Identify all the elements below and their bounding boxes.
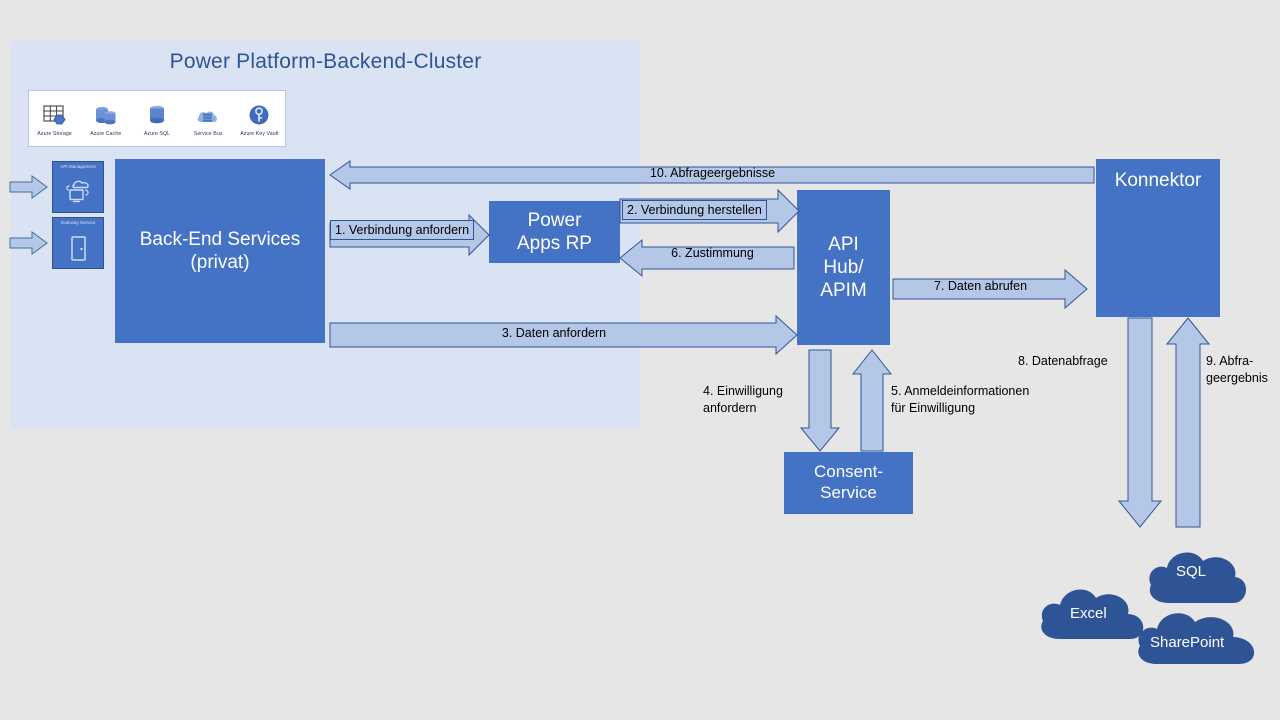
azure-service-azure-storage: Azure Storage: [31, 101, 79, 137]
azure-service-label: Service Bus: [193, 130, 223, 137]
azure-service-label: Azure SQL: [143, 130, 171, 137]
data-source-sql: SQL: [1143, 545, 1253, 608]
consent-service-line-1: Consent-: [814, 462, 883, 482]
inbound-arrow-gateway-service: [9, 231, 48, 255]
inbound-arrow-api-management: [9, 175, 48, 199]
service-bus-icon: [184, 101, 232, 129]
flow-label-10: 10. Abfrageergebnisse: [649, 166, 776, 180]
power-apps-rp-line-1: Power: [527, 209, 582, 231]
azure-services-strip: Azure Storage Azure Cache: [28, 90, 286, 147]
azure-service-azure-cache: Azure Cache: [82, 101, 130, 137]
azure-service-label: Azure Cache: [90, 130, 122, 137]
flow-label-3: 3. Daten anfordern: [501, 326, 607, 340]
api-hub-line-3: APIM: [820, 280, 867, 302]
api-management-icon: [53, 174, 103, 206]
azure-key-vault-icon: [235, 101, 283, 129]
flow-label-4: 4. Einwilligung anfordern: [703, 384, 783, 415]
data-source-excel: Excel: [1038, 583, 1153, 644]
backend-services-line-2: (privat): [190, 252, 250, 273]
flow-arrow-6: [619, 238, 795, 278]
azure-cache-icon: [82, 101, 130, 129]
node-backend-services: Back-End Services (privat): [115, 159, 325, 343]
consent-service-line-2: Service: [820, 483, 877, 502]
api-hub-line-1: API: [828, 233, 859, 255]
flow-arrow-4: [799, 349, 841, 452]
flow-arrow-5: [851, 349, 893, 452]
cluster-title: Power Platform-Backend-Cluster: [169, 50, 482, 73]
azure-service-label: Azure Storage: [37, 130, 72, 137]
flow-label-6: 6. Zustimmung: [671, 246, 754, 260]
data-source-label-excel: Excel: [1070, 605, 1107, 622]
data-source-label-sharepoint: SharePoint: [1150, 634, 1225, 651]
power-apps-rp-line-2: Apps RP: [517, 233, 592, 254]
gateway-service-box: Gateway Service: [52, 217, 104, 269]
flow-label-7: 7. Daten abrufen: [933, 279, 1028, 293]
data-source-label-sql: SQL: [1176, 563, 1207, 580]
flow-label-1: 1. Verbindung anfordern: [330, 220, 475, 240]
flow-label-9: 9. Abfra- geergebnis: [1206, 354, 1268, 385]
gateway-service-icon: [53, 230, 103, 262]
flow-label-2: 2. Verbindung herstellen: [622, 200, 767, 220]
flow-arrow-3: [329, 314, 798, 356]
node-consent-service: Consent- Service: [784, 452, 913, 514]
api-management-label: API Management: [60, 164, 96, 169]
node-api-hub-apim: API Hub/ APIM: [797, 190, 890, 345]
flow-label-8: 8. Datenabfrage: [1018, 354, 1108, 368]
gateway-service-label: Gateway Service: [60, 220, 96, 225]
data-source-sharepoint: SharePoint: [1133, 606, 1268, 669]
node-power-apps-rp: Power Apps RP: [489, 201, 620, 263]
flow-arrow-7: [892, 268, 1088, 310]
azure-service-azure-sql: Azure SQL: [133, 101, 181, 137]
api-hub-line-2: Hub/: [823, 256, 864, 278]
flow-arrow-10: [329, 160, 1095, 190]
azure-storage-icon: [31, 101, 79, 129]
azure-service-label: Azure Key Vault: [240, 130, 279, 137]
flow-label-5: 5. Anmeldeinformationen für Einwilligung: [891, 384, 1030, 415]
konnektor-label: Konnektor: [1114, 170, 1202, 191]
node-konnektor: Konnektor: [1096, 159, 1220, 317]
backend-services-line-1: Back-End Services: [139, 228, 301, 250]
cloud-shape-sql: [1149, 552, 1247, 603]
flow-arrow-9: [1165, 317, 1211, 528]
flow-arrow-8: [1117, 317, 1163, 528]
azure-service-service-bus: Service Bus: [184, 101, 232, 137]
cloud-shape-excel: [1041, 589, 1144, 639]
azure-service-azure-key-vault: Azure Key Vault: [235, 101, 283, 137]
api-management-box: API Management: [52, 161, 104, 213]
cloud-shape-sharepoint: [1138, 613, 1255, 664]
azure-sql-icon: [133, 101, 181, 129]
